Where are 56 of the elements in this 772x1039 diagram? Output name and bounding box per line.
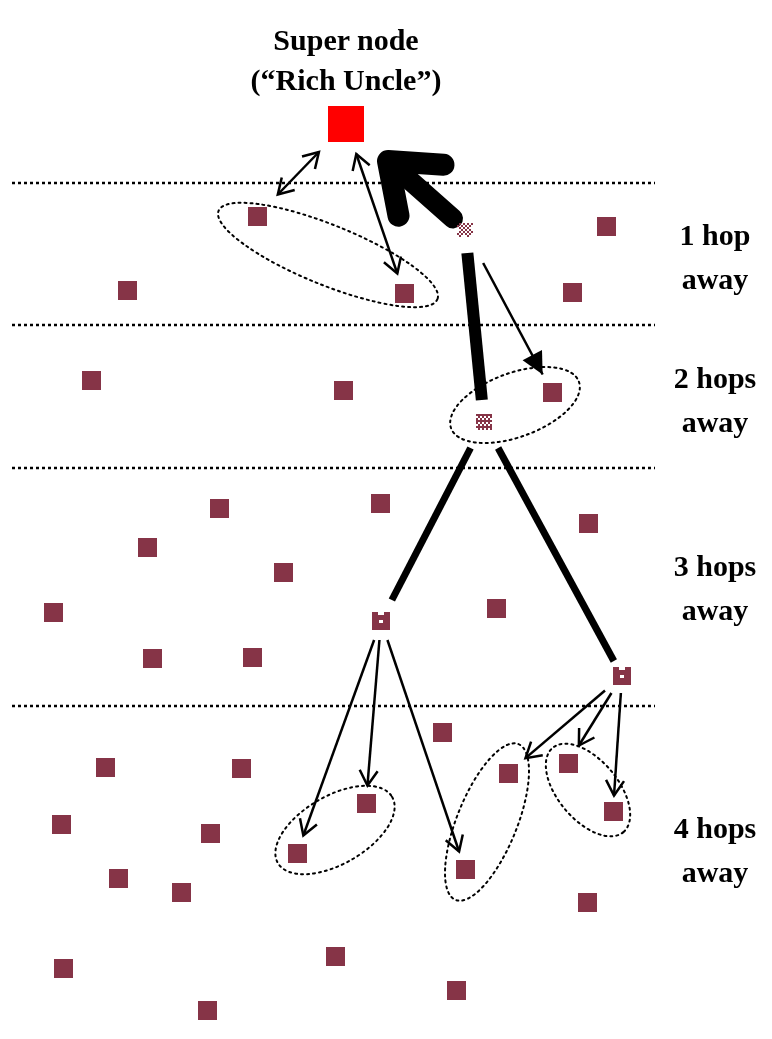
connector-line xyxy=(388,446,474,602)
node-square xyxy=(137,537,157,557)
node-square xyxy=(81,370,101,390)
node-square xyxy=(457,221,473,237)
node-square xyxy=(51,814,71,834)
node-square xyxy=(171,882,191,902)
arrow xyxy=(276,150,321,196)
node-square xyxy=(542,382,562,402)
node-square xyxy=(231,758,251,778)
node-square xyxy=(562,282,582,302)
arrow xyxy=(524,689,606,760)
node-square xyxy=(356,793,376,813)
node-square xyxy=(117,280,137,300)
node-square xyxy=(446,980,466,1000)
node-square xyxy=(432,722,452,742)
arrow xyxy=(604,692,626,797)
node-square xyxy=(209,498,229,518)
node-square xyxy=(486,598,506,618)
node-square xyxy=(247,206,267,226)
node-square xyxy=(558,753,578,773)
node-square xyxy=(333,380,353,400)
node-square xyxy=(287,843,307,863)
node-square xyxy=(455,859,475,879)
node-square xyxy=(142,648,162,668)
node-square xyxy=(603,801,623,821)
arrow xyxy=(298,639,376,837)
node-square xyxy=(370,493,390,513)
node-square xyxy=(43,602,63,622)
node-square xyxy=(200,823,220,843)
node-square xyxy=(325,946,345,966)
node-square xyxy=(197,1000,217,1020)
node-square xyxy=(53,958,73,978)
connector-line xyxy=(495,446,617,663)
hop-label: 1 hop away xyxy=(678,217,752,297)
arrow xyxy=(351,152,403,275)
node-square xyxy=(242,647,262,667)
node-square xyxy=(613,667,631,685)
node-square xyxy=(372,612,390,630)
node-square xyxy=(95,757,115,777)
hop-label: 3 hops away xyxy=(672,548,758,628)
arrow xyxy=(482,262,544,376)
node-square xyxy=(498,763,518,783)
node-square xyxy=(394,283,414,303)
node-square xyxy=(596,216,616,236)
node-square xyxy=(108,868,128,888)
hop-label: 2 hops away xyxy=(672,360,758,440)
arrow xyxy=(358,639,381,787)
node-square xyxy=(273,562,293,582)
arrow xyxy=(377,150,463,229)
arrow xyxy=(577,692,613,747)
arrow xyxy=(386,639,465,853)
node-square xyxy=(476,414,492,430)
hop-label: 4 hops away xyxy=(672,810,758,890)
node-square xyxy=(577,892,597,912)
node-square xyxy=(578,513,598,533)
node-heading: Super node (“Rich Uncle”) xyxy=(249,22,443,98)
